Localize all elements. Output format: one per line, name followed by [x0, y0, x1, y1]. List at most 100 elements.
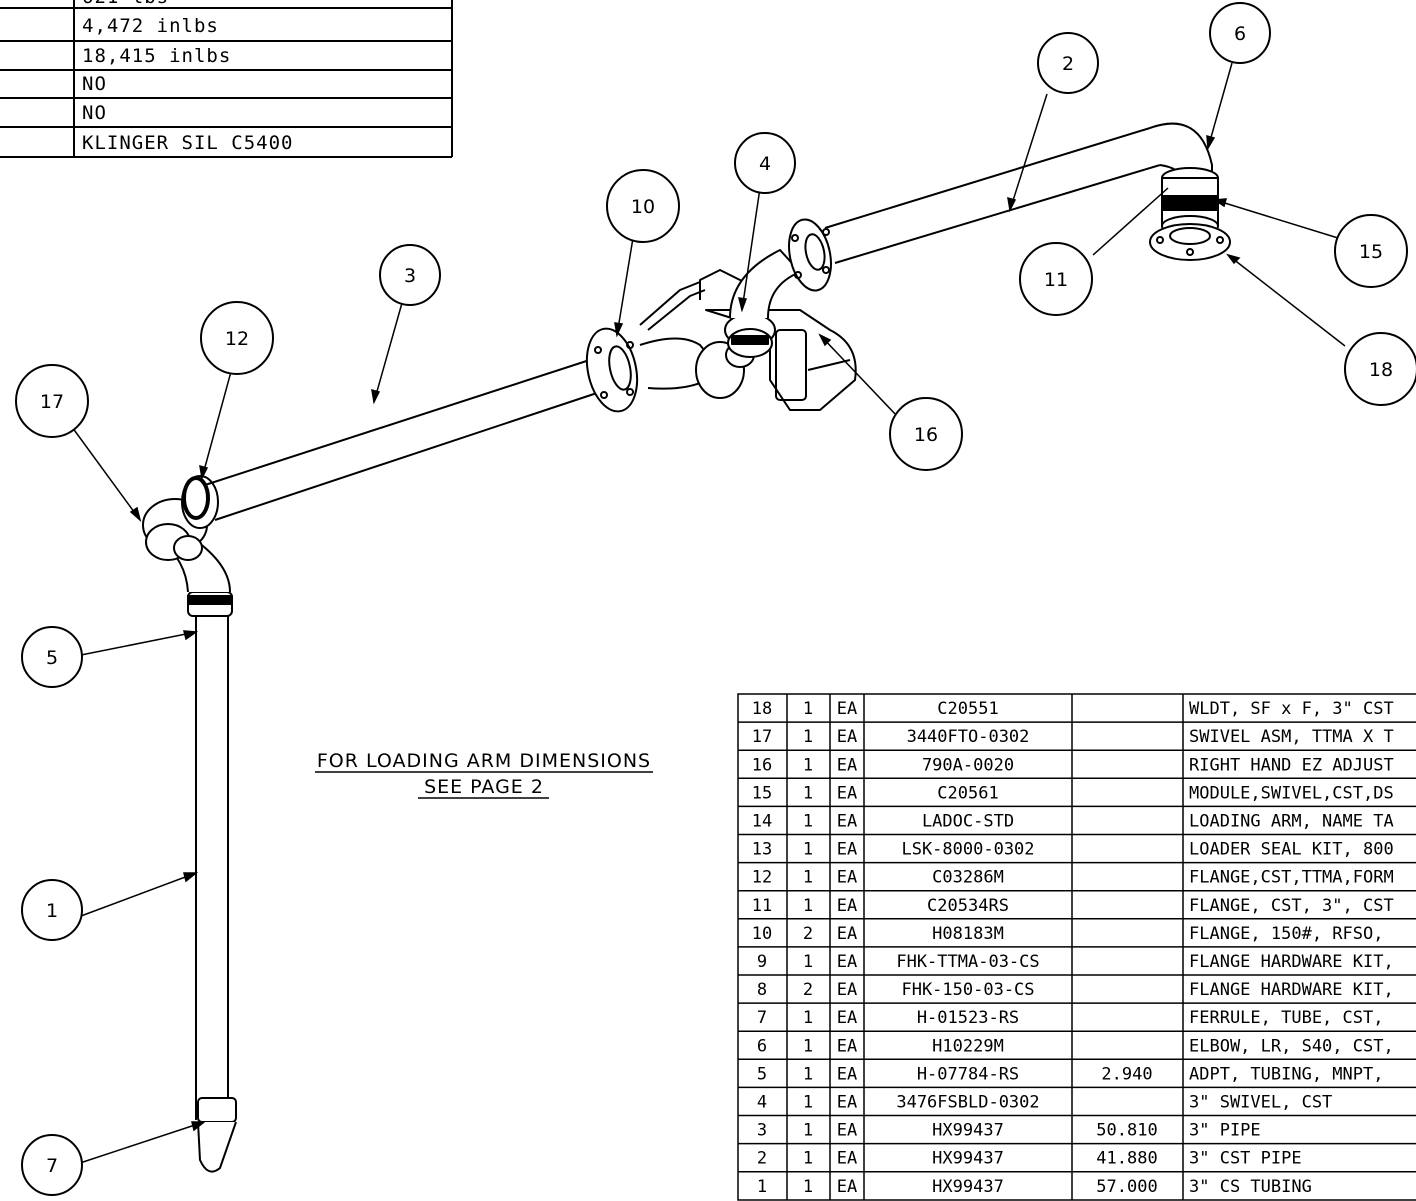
- svg-text:17: 17: [40, 391, 64, 413]
- bom-row: 5 1 EA H-07784-RS 2.940 ADPT, TUBING, MNPT,: [757, 1064, 1384, 1084]
- bom-item-number: 17: [752, 727, 772, 747]
- svg-text:6: 6: [1234, 23, 1246, 45]
- bom-quantity: 1: [803, 1064, 813, 1084]
- bom-unit: EA: [837, 868, 857, 888]
- bom-unit: EA: [837, 1008, 857, 1028]
- bom-unit: EA: [837, 699, 857, 719]
- bom-unit: EA: [837, 1093, 857, 1113]
- bom-part-number: C03286M: [932, 868, 1004, 888]
- balloon-3: 3: [379, 244, 441, 306]
- balloon-12: 12: [200, 301, 274, 375]
- spec-value: 4,472 inlbs: [82, 15, 219, 37]
- bom-description: SWIVEL ASM, TTMA X T: [1189, 727, 1394, 747]
- note-line-2: SEE PAGE 2: [424, 776, 544, 798]
- leader-lines: [71, 62, 1346, 1164]
- bom-part-number: H10229M: [932, 1036, 1004, 1056]
- bom-part-number: 3440FTO-0302: [907, 727, 1030, 747]
- bom-item-number: 5: [757, 1064, 767, 1084]
- bom-item-number: 14: [752, 812, 772, 832]
- bom-part-number: FHK-TTMA-03-CS: [896, 952, 1039, 972]
- bom-unit: EA: [837, 980, 857, 1000]
- spec-value: 18,415 inlbs: [82, 45, 231, 67]
- balloon-6: 6: [1209, 2, 1271, 64]
- bom-length: 2.940: [1101, 1064, 1152, 1084]
- svg-text:5: 5: [46, 647, 58, 669]
- bom-row: 16 1 EA 790A-0020 RIGHT HAND EZ ADJUST: [752, 755, 1394, 775]
- bom-quantity: 1: [803, 812, 813, 832]
- svg-text:1: 1: [46, 900, 58, 922]
- ez-adjuster: [705, 309, 857, 411]
- bom-quantity: 1: [803, 868, 813, 888]
- bom-quantity: 2: [803, 980, 813, 1000]
- spec-value: 621 lbs: [82, 0, 169, 8]
- bom-unit: EA: [837, 896, 857, 916]
- bom-part-number: 790A-0020: [922, 755, 1014, 775]
- svg-text:16: 16: [914, 424, 938, 446]
- bom-item-number: 11: [752, 896, 772, 916]
- vertical-tube: [195, 615, 229, 1120]
- bom-unit: EA: [837, 840, 857, 860]
- bom-item-number: 1: [757, 1177, 767, 1197]
- bom-item-number: 6: [757, 1036, 767, 1056]
- bom-part-number: C20551: [937, 699, 998, 719]
- bom-description: FLANGE HARDWARE KIT,: [1189, 952, 1394, 972]
- bom-part-number: H-07784-RS: [917, 1064, 1019, 1084]
- bom-description: FLANGE, CST, 3", CST: [1189, 896, 1394, 916]
- spec-value: NO: [82, 102, 107, 124]
- bom-description: RIGHT HAND EZ ADJUST: [1189, 755, 1394, 775]
- bom-item-number: 3: [757, 1121, 767, 1141]
- bom-description: FERRULE, TUBE, CST,: [1189, 1008, 1383, 1028]
- bom-unit: EA: [837, 1064, 857, 1084]
- balloon-15: 15: [1334, 214, 1408, 288]
- bom-part-number: LADOC-STD: [922, 812, 1014, 832]
- svg-text:18: 18: [1369, 359, 1393, 381]
- bom-description: 3" CS TUBING: [1189, 1177, 1312, 1197]
- bom-item-number: 7: [757, 1008, 767, 1028]
- dimension-note: FOR LOADING ARM DIMENSIONS SEE PAGE 2: [315, 750, 653, 799]
- bom-description: 3" PIPE: [1189, 1121, 1261, 1141]
- bom-description: LOADER SEAL KIT, 800: [1189, 840, 1394, 860]
- bom-unit: EA: [837, 755, 857, 775]
- balloon-2: 2: [1037, 32, 1099, 94]
- bom-part-number: C20534RS: [927, 896, 1009, 916]
- bom-part-number: 3476FSBLD-0302: [896, 1093, 1039, 1113]
- bom-quantity: 1: [803, 783, 813, 803]
- bom-description: FLANGE, 150#, RFSO,: [1189, 924, 1383, 944]
- bom-item-number: 10: [752, 924, 772, 944]
- bom-item-number: 12: [752, 868, 772, 888]
- flange-left: [585, 327, 639, 413]
- bom-item-number: 15: [752, 783, 772, 803]
- bom-length: 41.880: [1096, 1149, 1157, 1169]
- svg-text:4: 4: [759, 153, 771, 175]
- balloon-7: 7: [21, 1134, 83, 1196]
- bom-item-number: 9: [757, 952, 767, 972]
- bom-quantity: 1: [803, 755, 813, 775]
- note-line-1: FOR LOADING ARM DIMENSIONS: [317, 750, 651, 772]
- upper-pipe: [824, 127, 1161, 264]
- bom-description: ELBOW, LR, S40, CST,: [1189, 1036, 1394, 1056]
- bom-item-number: 18: [752, 699, 772, 719]
- bom-part-number: HX99437: [932, 1121, 1004, 1141]
- bom-description: ADPT, TUBING, MNPT,: [1189, 1064, 1383, 1084]
- bom-description: LOADING ARM, NAME TA: [1189, 812, 1394, 832]
- svg-text:12: 12: [225, 328, 249, 350]
- bom-description: 3" SWIVEL, CST: [1189, 1093, 1332, 1113]
- balloon-18: 18: [1344, 332, 1416, 406]
- bom-quantity: 2: [803, 924, 813, 944]
- balloon-4: 4: [734, 132, 796, 194]
- bom-unit: EA: [837, 924, 857, 944]
- bom-quantity: 1: [803, 1036, 813, 1056]
- bom-unit: EA: [837, 727, 857, 747]
- bom-item-number: 16: [752, 755, 772, 775]
- balloon-10: 10: [606, 169, 680, 243]
